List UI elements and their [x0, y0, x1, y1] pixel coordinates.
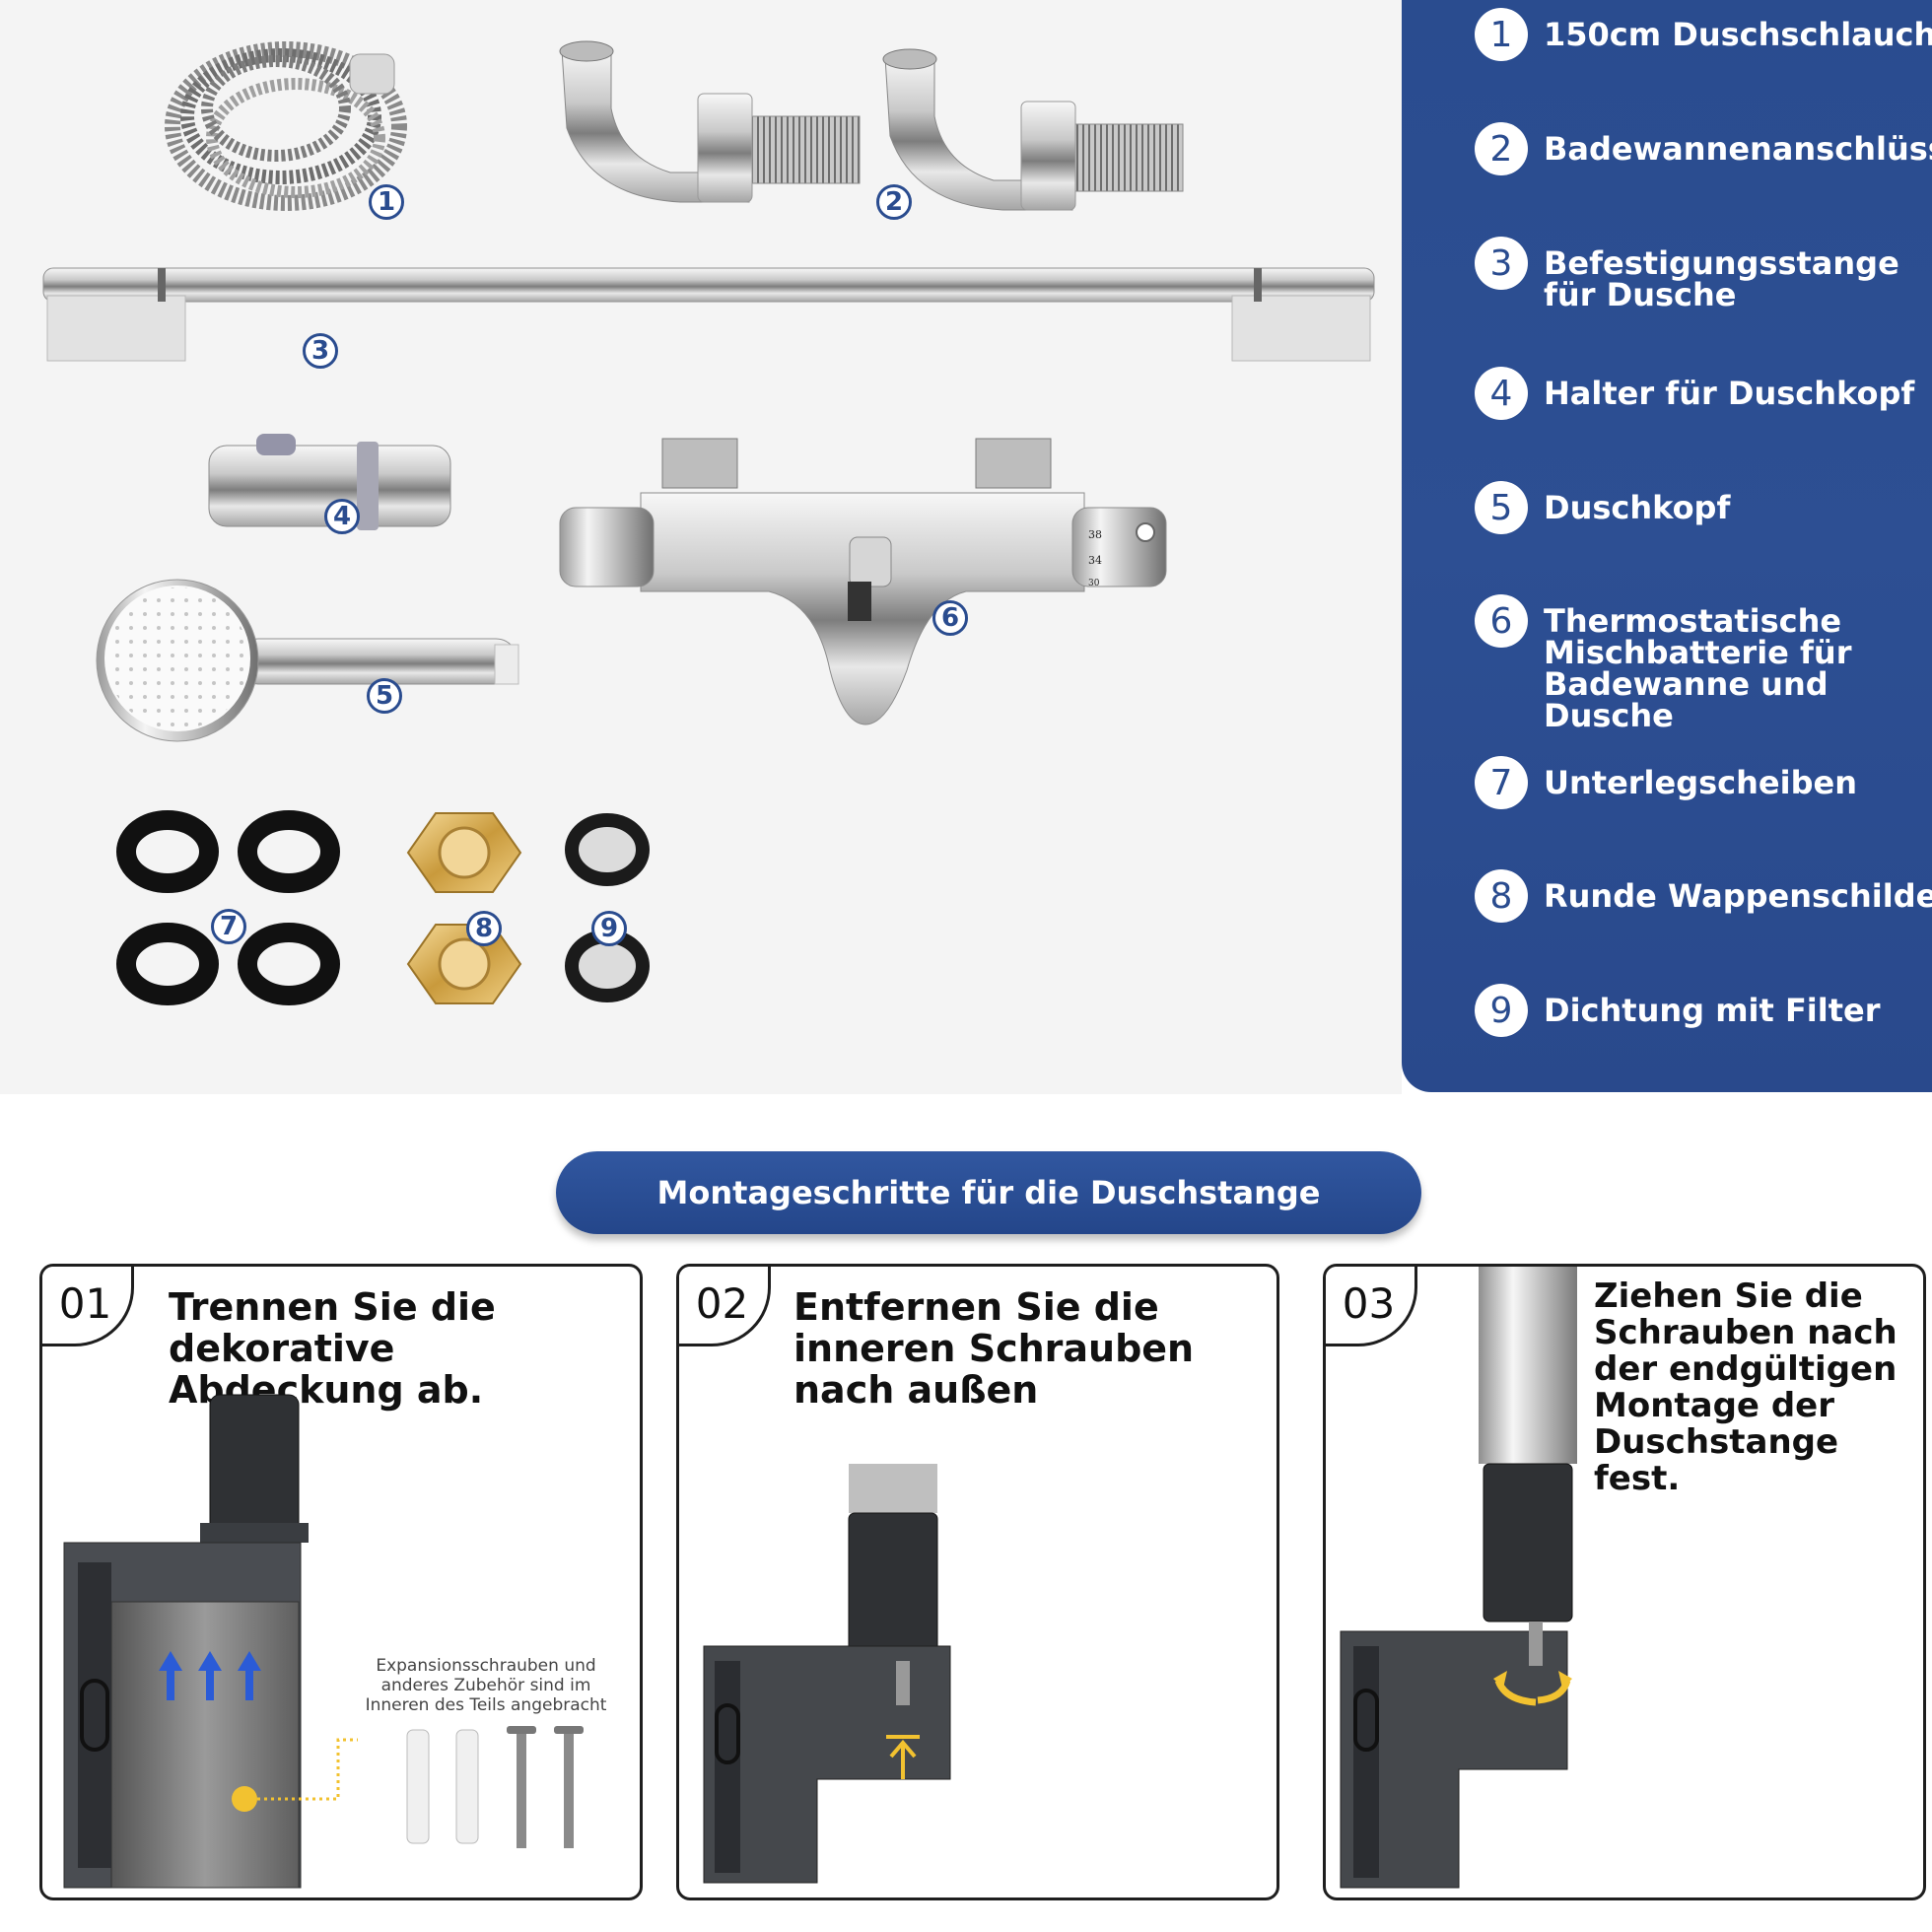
components-illustration: 38 34 30: [42, 40, 1375, 1005]
legend-number: 4: [1475, 367, 1528, 420]
step-3-card: 03 Ziehen Sie die Schrauben nach der end…: [1323, 1264, 1926, 1900]
legend-label: Thermostatische Mischbatterie für Badewa…: [1544, 602, 1852, 734]
legend-item-3: 3 Befestigungsstange für Dusche: [1475, 237, 1932, 310]
legend-label: Befestigungsstange für Dusche: [1544, 244, 1899, 313]
up-arrows-icon: [159, 1651, 261, 1700]
step-3-number: 03: [1326, 1267, 1417, 1346]
legend-number: 3: [1475, 237, 1528, 290]
legend-number: 2: [1475, 122, 1528, 175]
legend-label: Badewannenanschlüsse: [1544, 130, 1932, 168]
legend-item-4: 4 Halter für Duschkopf: [1475, 367, 1932, 420]
callout-8: 8: [466, 911, 502, 946]
legend-label: Unterlegscheiben: [1544, 764, 1857, 801]
legend-item-1: 1 150cm Duschschlauch: [1475, 8, 1932, 61]
legend-label: 150cm Duschschlauch: [1544, 16, 1932, 53]
step-2-illustration: [703, 1464, 951, 1884]
legend-number: 5: [1475, 481, 1528, 534]
step-3-illustration: [1340, 1267, 1577, 1889]
legend-panel: 1 150cm Duschschlauch 2 Badewannenanschl…: [1402, 0, 1932, 1092]
washers: [116, 810, 340, 1005]
up-arrow-icon: [886, 1735, 920, 1779]
step-1-card: 01 Trennen Sie die dekorative Abdeckung …: [39, 1264, 643, 1900]
callout-7: 7: [211, 909, 246, 944]
components-area: 38 34 30 1 2 3 4 5 6 7 8 9: [0, 0, 1402, 1094]
callout-4: 4: [324, 499, 360, 534]
legend-number: 1: [1475, 8, 1528, 61]
thermostatic-mixer: 38 34 30: [559, 438, 1167, 725]
legend-item-9: 9 Dichtung mit Filter: [1475, 984, 1932, 1037]
filter-gaskets: [565, 813, 650, 1002]
callout-2: 2: [876, 184, 912, 220]
legend-label: Halter für Duschkopf: [1544, 375, 1915, 412]
expansion-anchors: [406, 1726, 584, 1848]
legend-item-5: 5 Duschkopf: [1475, 481, 1932, 534]
step-1-illustration: [63, 1394, 584, 1889]
legend-number: 9: [1475, 984, 1528, 1037]
step-1-text: Trennen Sie die dekorative Abdeckung ab.: [169, 1285, 496, 1412]
legend-item-7: 7 Unterlegscheiben: [1475, 756, 1932, 809]
shower-head: [96, 579, 519, 742]
legend-number: 8: [1475, 869, 1528, 923]
step-2-number: 02: [679, 1267, 771, 1346]
legend-item-2: 2 Badewannenanschlüsse: [1475, 122, 1932, 175]
round-escutcheons: [406, 812, 522, 1004]
legend-item-6: 6 Thermostatische Mischbatterie für Bade…: [1475, 594, 1932, 731]
bathtub-connector-right: [882, 48, 1184, 211]
hotspot-dot: [232, 1786, 257, 1812]
callout-1: 1: [369, 184, 404, 220]
mixer-scale-30: 30: [1088, 579, 1100, 588]
step-1-note: Expansionsschrauben und anderes Zubehör …: [365, 1656, 607, 1715]
tighten-rotate-icon: [1493, 1671, 1572, 1706]
legend-number: 7: [1475, 756, 1528, 809]
bathtub-connector-left: [559, 40, 861, 203]
shower-bar: [42, 267, 1375, 362]
callout-5: 5: [367, 678, 402, 714]
step-2-text: Entfernen Sie die inneren Schrauben nach…: [794, 1285, 1195, 1412]
legend-number: 6: [1475, 594, 1528, 648]
callout-6: 6: [932, 600, 968, 636]
legend-label: Dichtung mit Filter: [1544, 992, 1881, 1029]
callout-9: 9: [591, 911, 627, 946]
callout-3: 3: [303, 333, 338, 369]
shower-hose: [165, 41, 407, 211]
legend-label: Runde Wappenschilder: [1544, 877, 1932, 915]
step-1-number: 01: [42, 1267, 134, 1346]
mixer-scale-38: 38: [1088, 528, 1102, 541]
legend-label: Duschkopf: [1544, 489, 1731, 526]
mixer-scale-34: 34: [1088, 554, 1102, 567]
assembly-steps-banner: Montageschritte für die Duschstange: [556, 1151, 1421, 1234]
step-2-card: 02 Entfernen Sie die inneren Schrauben n…: [676, 1264, 1279, 1900]
legend-item-8: 8 Runde Wappenschilder: [1475, 869, 1932, 923]
step-3-text: Ziehen Sie die Schrauben nach der endgül…: [1594, 1276, 1898, 1498]
